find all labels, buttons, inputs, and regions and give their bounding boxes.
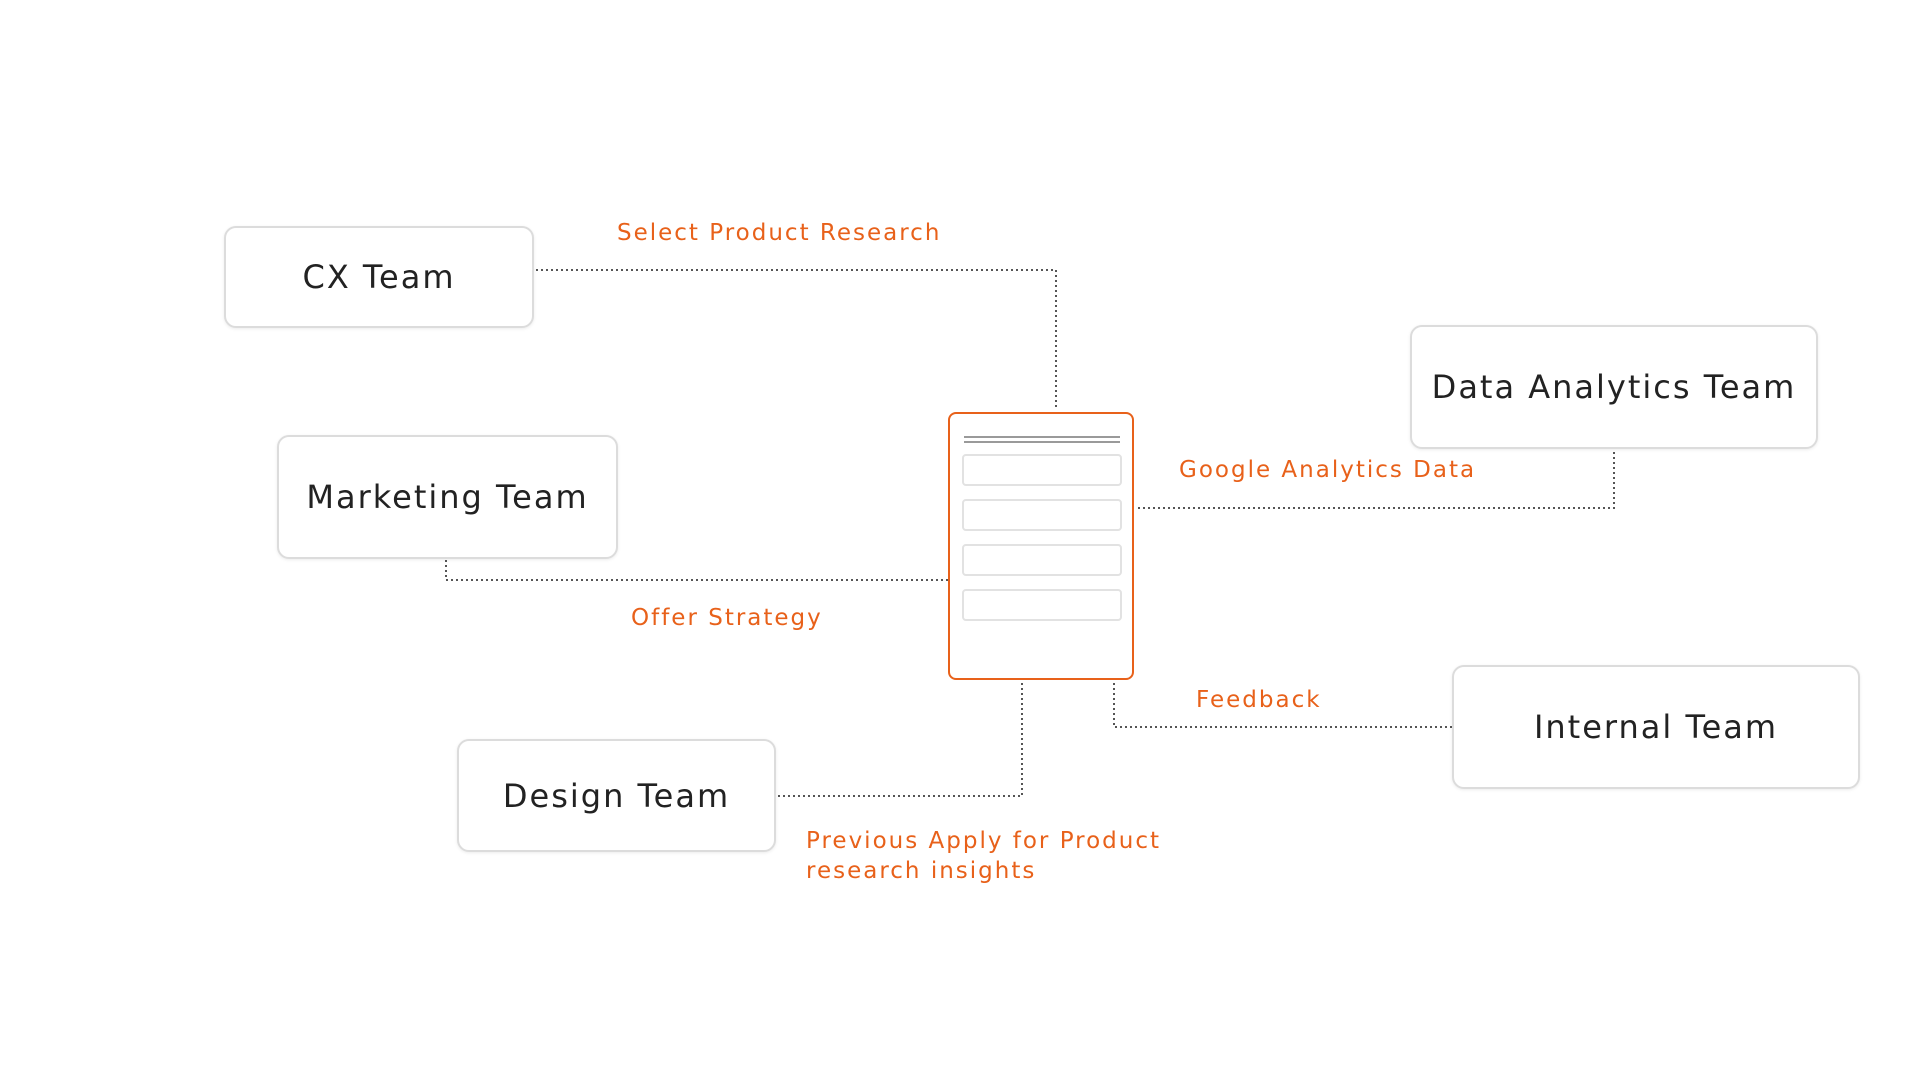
flow-label-select-product-research: Select Product Research <box>617 220 942 246</box>
document-field <box>962 589 1122 621</box>
research-document-icon <box>948 412 1134 680</box>
data-analytics-team-label: Data Analytics Team <box>1431 368 1797 406</box>
internal-team-box[interactable]: Internal Team <box>1452 665 1860 789</box>
flow-label-google-analytics-data: Google Analytics Data <box>1179 457 1477 483</box>
flow-label-feedback: Feedback <box>1196 687 1322 713</box>
flow-label-previous-apply: Previous Apply for Product research insi… <box>806 826 1161 886</box>
internal-team-label: Internal Team <box>1533 708 1779 746</box>
connector-marketing <box>445 560 948 581</box>
data-analytics-team-box[interactable]: Data Analytics Team <box>1410 325 1818 449</box>
document-field <box>962 544 1122 576</box>
connector-design <box>778 682 1023 797</box>
cx-team-label: CX Team <box>302 258 456 296</box>
document-header-rule <box>964 436 1120 438</box>
connector-analytics <box>1136 452 1615 509</box>
marketing-team-label: Marketing Team <box>306 478 589 516</box>
cx-team-box[interactable]: CX Team <box>224 226 534 328</box>
connector-cx <box>536 269 1057 410</box>
design-team-label: Design Team <box>502 776 731 815</box>
design-team-box[interactable]: Design Team <box>457 739 776 852</box>
marketing-team-box[interactable]: Marketing Team <box>277 435 618 559</box>
flow-label-offer-strategy: Offer Strategy <box>631 605 823 631</box>
document-header-rule <box>964 441 1120 443</box>
document-field <box>962 499 1122 531</box>
document-field <box>962 454 1122 486</box>
flow-label-previous-apply-line1: Previous Apply for Product <box>806 828 1162 854</box>
flow-label-previous-apply-line2: research insights <box>806 858 1037 884</box>
